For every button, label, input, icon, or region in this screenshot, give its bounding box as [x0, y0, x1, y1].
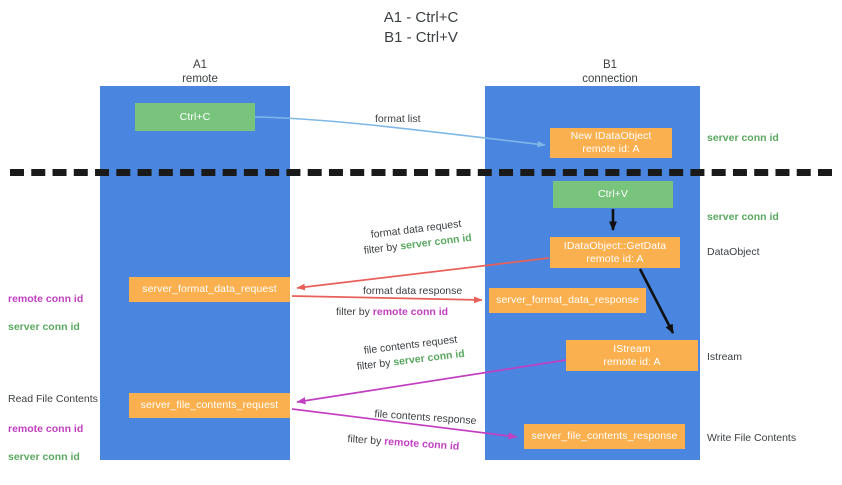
filter-by-text: filter by: [336, 306, 373, 318]
page-title: A1 - Ctrl+C B1 - Ctrl+V: [383, 9, 459, 46]
label-dataobject: DataObject: [707, 246, 760, 258]
edge-label-format-data-response-filter: filter by remote conn id: [336, 305, 448, 319]
node-server-file-contents-response[interactable]: server_file_contents_response: [524, 424, 685, 449]
remote-conn-id-text: remote conn id: [372, 306, 449, 318]
filter-by-text: filter by: [347, 432, 385, 448]
label-remote-conn-id-1: remote conn id: [8, 293, 84, 305]
node-server-format-data-request[interactable]: server_format_data_request: [129, 277, 290, 302]
filter-by-text: filter by: [356, 356, 395, 373]
remote-conn-id-text: remote conn id: [383, 435, 460, 453]
edge-label-file-contents-response: file contents response: [374, 407, 477, 428]
label-remote-conn-id-2: remote conn id: [8, 423, 84, 435]
label-write-file-contents: Write File Contents: [707, 432, 797, 444]
label-conn-ids-top: remote conn id server conn id: [8, 278, 100, 348]
lane-header-a1: A1 remote: [182, 59, 218, 85]
node-idataobject-getdata[interactable]: IDataObject::GetData remote id: A: [550, 237, 680, 268]
node-ctrl-v[interactable]: Ctrl+V: [553, 181, 673, 208]
edge-label-file-contents-response-filter: filter by remote conn id: [347, 432, 460, 454]
label-server-conn-id-mid: server conn id: [707, 211, 779, 223]
phase-divider-dashed: [10, 169, 832, 176]
label-server-conn-id-1: server conn id: [8, 321, 80, 333]
label-conn-ids-bottom: remote conn id server conn id: [8, 408, 100, 478]
label-server-conn-id-2: server conn id: [8, 451, 80, 463]
edge-label-format-list: format list: [375, 113, 421, 125]
node-new-idataobject[interactable]: New IDataObject remote id: A: [550, 128, 672, 158]
filter-by-text: filter by: [363, 240, 402, 257]
node-istream[interactable]: IStream remote id: A: [566, 340, 698, 371]
label-istream: Istream: [707, 351, 743, 363]
lane-header-b1: B1 connection: [582, 59, 638, 85]
label-server-conn-id-top: server conn id: [707, 132, 779, 144]
label-read-file-contents: Read File Contents: [8, 393, 98, 405]
node-ctrl-c[interactable]: Ctrl+C: [135, 103, 255, 131]
edge-label-format-data-response: format data response: [363, 285, 463, 297]
node-server-file-contents-request[interactable]: server_file_contents_request: [129, 393, 290, 418]
node-server-format-data-response[interactable]: server_format_data_response: [489, 288, 646, 313]
